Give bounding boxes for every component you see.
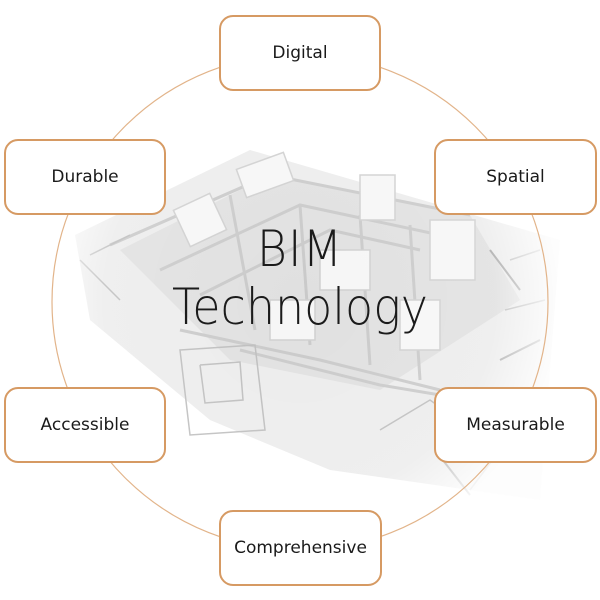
node-spatial: Spatial — [434, 139, 597, 215]
node-label: Durable — [51, 167, 119, 187]
node-comprehensive: Comprehensive — [219, 510, 382, 586]
center-title-line1: BIM — [256, 220, 344, 278]
node-digital: Digital — [219, 15, 381, 91]
node-label: Measurable — [466, 415, 565, 435]
node-label: Digital — [272, 43, 328, 63]
center-title: BIM Technology — [150, 224, 450, 332]
node-label: Accessible — [40, 415, 130, 435]
node-label: Spatial — [486, 167, 545, 187]
node-accessible: Accessible — [4, 387, 166, 463]
node-durable: Durable — [4, 139, 166, 215]
node-label: Comprehensive — [234, 538, 367, 558]
center-title-line2: Technology — [171, 278, 429, 336]
node-measurable: Measurable — [434, 387, 597, 463]
